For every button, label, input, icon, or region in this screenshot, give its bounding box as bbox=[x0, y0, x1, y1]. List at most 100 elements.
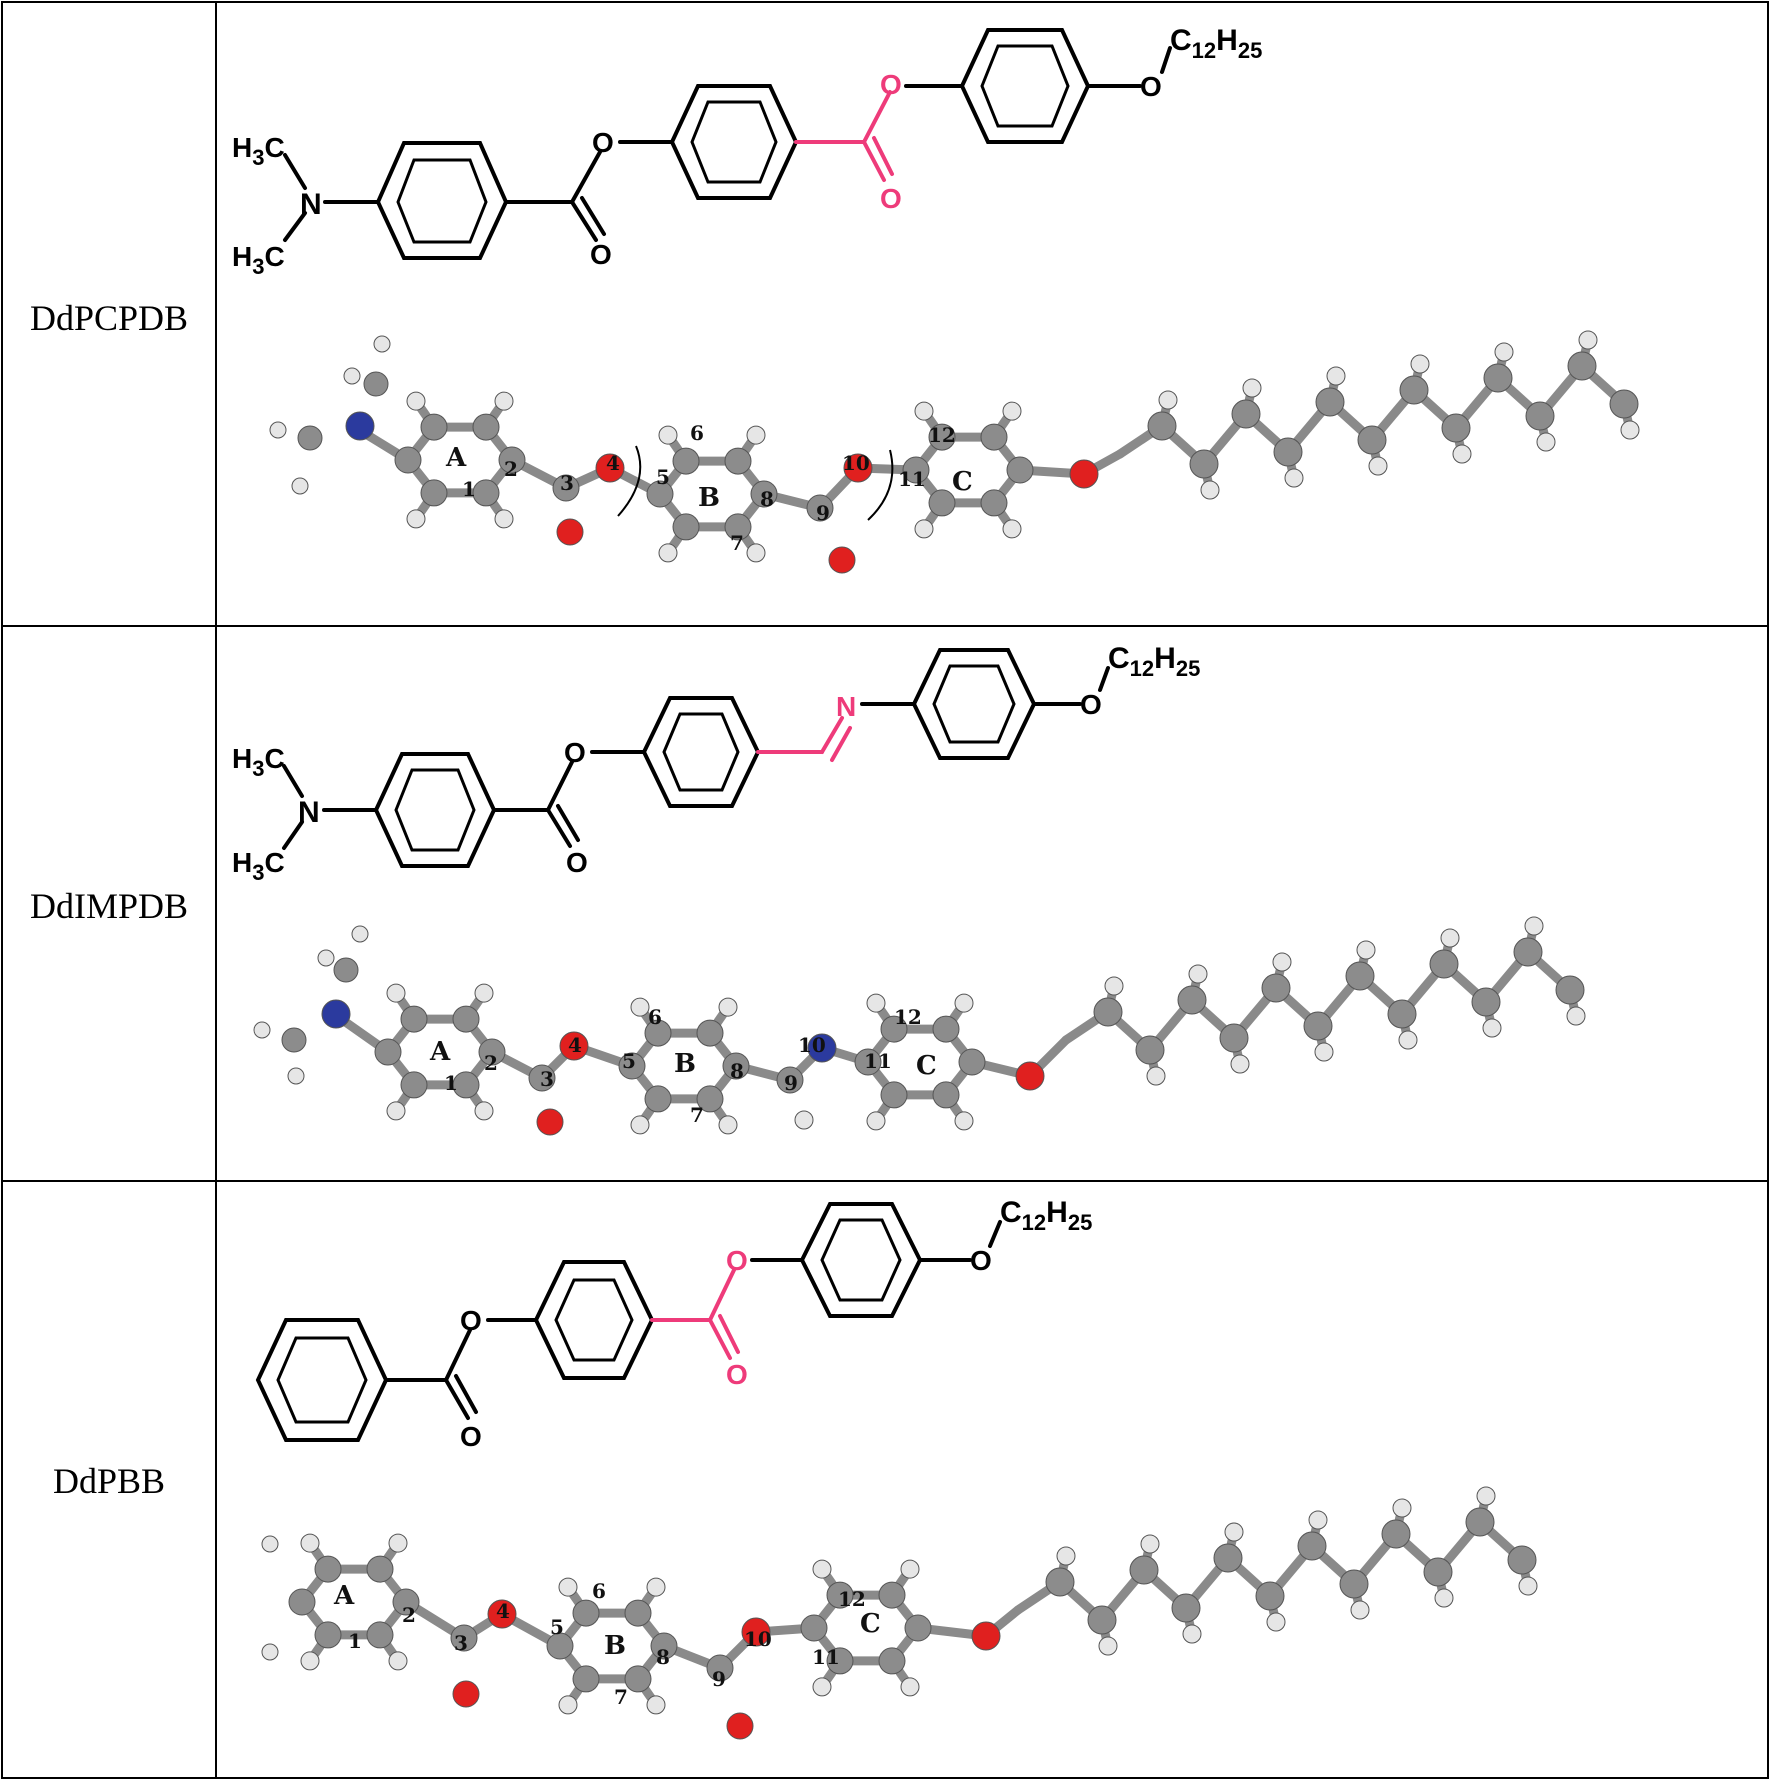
oxygen-atom bbox=[536, 1108, 564, 1136]
carbon-atom bbox=[1423, 1557, 1453, 1587]
carbon-atom bbox=[1567, 351, 1597, 381]
atom-number-12: 12 bbox=[894, 1005, 922, 1029]
hydrogen-atom bbox=[261, 1643, 279, 1661]
linker-oxygen-label: O bbox=[726, 1245, 748, 1276]
atom-number-6: 6 bbox=[648, 1005, 662, 1029]
carbon-atom bbox=[980, 489, 1008, 517]
carbon-atom bbox=[1471, 987, 1501, 1017]
carbon-atom bbox=[1006, 456, 1034, 484]
hydrogen-atom bbox=[291, 477, 309, 495]
dodecyl-chain-label: C12H25 bbox=[1170, 24, 1262, 63]
carbon-atom bbox=[366, 1555, 394, 1583]
hydrogen-atom bbox=[1314, 1042, 1334, 1062]
carbon-atom bbox=[472, 479, 500, 507]
hydrogen-atom bbox=[914, 401, 934, 421]
ring-label-a: A bbox=[429, 1037, 451, 1067]
carbon-atom bbox=[1513, 937, 1543, 967]
hydrogen-atom bbox=[1104, 976, 1124, 996]
atom-number-4: 4 bbox=[496, 1599, 510, 1623]
hydrogen-atom bbox=[954, 993, 974, 1013]
hydrogen-atom bbox=[1524, 916, 1544, 936]
carbon-atom bbox=[281, 1027, 307, 1053]
carbon-atom bbox=[644, 1085, 672, 1113]
hydrogen-atom bbox=[317, 949, 335, 967]
hydrogen-atom bbox=[900, 1559, 920, 1579]
ring-label-c: C bbox=[860, 1609, 881, 1639]
nitrogen-atom bbox=[807, 1033, 837, 1063]
hydrogen-atom bbox=[1476, 1486, 1496, 1506]
hydrogen-atom bbox=[287, 1067, 305, 1085]
carbon-atom bbox=[932, 1081, 960, 1109]
carbon-atom bbox=[400, 1005, 428, 1033]
rotation-arrow-1 bbox=[617, 445, 642, 517]
oxygen-atom bbox=[559, 1031, 589, 1061]
carbon-atom bbox=[1171, 1593, 1201, 1623]
hydrogen-atom bbox=[646, 1695, 666, 1715]
carbon-atom bbox=[1213, 1543, 1243, 1573]
hydrogen-atom bbox=[1482, 1018, 1502, 1038]
atom-number-9: 9 bbox=[816, 501, 830, 525]
carbon-atom bbox=[528, 1064, 556, 1092]
hydrogen-atom bbox=[1578, 330, 1598, 350]
carbon-atom bbox=[1525, 401, 1555, 431]
carbon-atom bbox=[1255, 1581, 1285, 1611]
hydrogen-atom bbox=[1002, 519, 1022, 539]
atom-number-7: 7 bbox=[614, 1685, 628, 1709]
carbon-atom bbox=[1357, 425, 1387, 455]
hydrogen-atom bbox=[630, 1115, 650, 1135]
ring-label-a: A bbox=[333, 1581, 355, 1611]
atom-number-2: 2 bbox=[504, 457, 518, 481]
hydrogen-atom bbox=[388, 1533, 408, 1553]
atom-number-10: 10 bbox=[798, 1033, 826, 1057]
oxygen-atom bbox=[741, 1617, 771, 1647]
atom-number-11: 11 bbox=[898, 467, 926, 491]
hydrogen-atom bbox=[1566, 1006, 1586, 1026]
hydrogen-atom bbox=[1440, 928, 1460, 948]
carbon-atom bbox=[420, 479, 448, 507]
carbon-atom bbox=[1441, 413, 1471, 443]
dodecyl-chain-label: C12H25 bbox=[1108, 642, 1200, 681]
atom-number-3: 3 bbox=[540, 1067, 554, 1091]
carbon-atom bbox=[572, 1599, 600, 1627]
atom-number-7: 7 bbox=[730, 531, 744, 555]
hydrogen-atom bbox=[300, 1651, 320, 1671]
hydrogen-atom bbox=[658, 543, 678, 563]
carbon-atom bbox=[1273, 437, 1303, 467]
hydrogen-atom bbox=[1452, 444, 1472, 464]
hydrogen-atom bbox=[406, 509, 426, 529]
carbon-atom bbox=[1609, 389, 1639, 419]
hydrogen-atom bbox=[1224, 1522, 1244, 1542]
hydrogen-atom bbox=[406, 391, 426, 411]
hydrogen-atom bbox=[343, 367, 361, 385]
carbon-atom bbox=[363, 371, 389, 397]
hydrogen-atom bbox=[388, 1651, 408, 1671]
atom-number-12: 12 bbox=[928, 423, 956, 447]
ether-oxygen-label: O bbox=[1080, 689, 1102, 720]
carbon-atom bbox=[1387, 999, 1417, 1029]
carbon-atom bbox=[724, 447, 752, 475]
atom-number-10: 10 bbox=[842, 451, 870, 475]
carbon-atom bbox=[854, 1048, 882, 1076]
atom-number-6: 6 bbox=[690, 421, 704, 445]
carbon-atom bbox=[297, 425, 323, 451]
carbon-atom bbox=[878, 1647, 906, 1675]
atom-number-4: 4 bbox=[606, 451, 620, 475]
hydrogen-atom bbox=[1230, 1054, 1250, 1074]
carbon-atom bbox=[958, 1048, 986, 1076]
hydrogen-atom bbox=[558, 1695, 578, 1715]
hydrogen-atom bbox=[1272, 952, 1292, 972]
atom-number-9: 9 bbox=[712, 1667, 726, 1691]
carbon-atom bbox=[1261, 973, 1291, 1003]
carbon-atom bbox=[624, 1665, 652, 1693]
carbon-atom bbox=[826, 1581, 854, 1609]
carbon-atom bbox=[1135, 1035, 1165, 1065]
atom-number-7: 7 bbox=[690, 1103, 704, 1127]
ester1-carbonyl-oxygen-label: O bbox=[590, 239, 612, 270]
ring-label-b: B bbox=[698, 483, 720, 513]
hydrogen-atom bbox=[269, 421, 287, 439]
methyl-top-label: H3C bbox=[232, 743, 285, 781]
hydrogen-atom bbox=[1158, 390, 1178, 410]
oxygen-atom bbox=[487, 1599, 517, 1629]
carbon-atom bbox=[800, 1614, 828, 1642]
methyl-bottom-label: H3C bbox=[232, 847, 285, 885]
